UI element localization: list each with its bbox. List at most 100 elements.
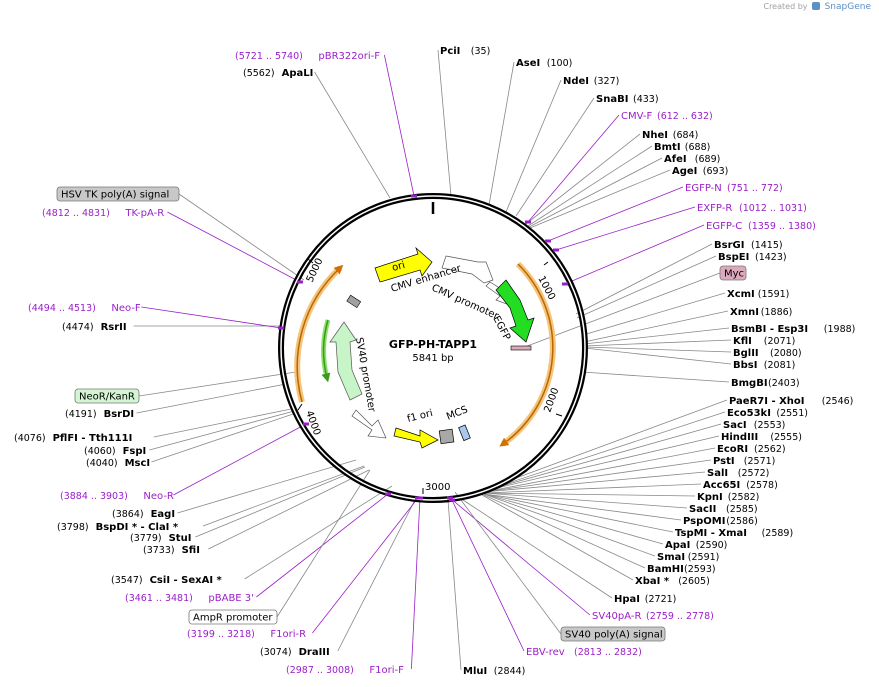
enzyme-leader <box>459 497 613 599</box>
enzyme-leader <box>153 407 297 438</box>
enzyme-leader <box>583 327 730 345</box>
feature-box-label: SV40 poly(A) signal <box>565 630 663 641</box>
enzyme-name: BmtI <box>654 142 681 153</box>
enzyme-name: MscI <box>125 458 151 469</box>
enzyme-site-left: (3733)SfiI <box>143 545 200 556</box>
primer-position: (1012 .. 1031) <box>739 203 807 214</box>
enzyme-leader <box>483 459 712 493</box>
orf-arc-left <box>296 264 344 403</box>
enzyme-position: (2593) <box>684 564 716 575</box>
primer-position: (5721 .. 5740) <box>235 51 303 62</box>
enzyme-name: ApaI <box>665 540 690 551</box>
enzyme-position: (3074) <box>260 647 292 658</box>
enzyme-leader <box>488 61 515 206</box>
enzyme-site-right: ApaI (2590) <box>665 540 727 551</box>
primer-marker <box>417 496 423 500</box>
enzyme-leader <box>337 497 417 652</box>
enzyme-name: SacII <box>689 504 716 515</box>
primer-name: TK-pA-R <box>124 208 164 219</box>
enzyme-position: (1423) <box>755 252 787 263</box>
snapgene-logo-icon <box>812 2 821 10</box>
primer-site: (4812 .. 4831) TK-pA-R <box>42 208 303 284</box>
primer-site: (2987 .. 3008)F1ori-F <box>286 496 423 676</box>
enzyme-site-right: AseI(100) <box>516 58 572 69</box>
primer-name: EXFP-R <box>697 203 732 214</box>
enzyme-name: AfeI <box>664 154 687 165</box>
enzyme-site-right: BmgBI(2403) <box>731 378 800 389</box>
enzyme-site-left: (3074)DraIII <box>260 647 330 658</box>
enzyme-site-right: SnaBI(433) <box>596 94 659 105</box>
enzyme-name: KpnI <box>697 492 723 503</box>
enzyme-name: BspDI * - ClaI * <box>96 522 179 533</box>
enzyme-name: BbsI <box>733 360 757 371</box>
enzyme-name: PspOMI <box>683 516 725 527</box>
primer-site: CMV-F(612 .. 632) <box>525 111 713 224</box>
enzyme-leader <box>576 255 717 319</box>
enzyme-position: (4076) <box>14 433 46 444</box>
enzyme-site-right: BbsI (2081) <box>733 360 795 371</box>
tick-mark-4000 <box>297 403 303 411</box>
enzyme-position: (2562) <box>754 444 786 455</box>
enzyme-name: AgeI <box>672 166 697 177</box>
enzyme-site-right: BsrGI(1415) <box>714 240 783 251</box>
enzyme-name: PciI <box>440 46 460 57</box>
enzyme-position: (2590) <box>696 540 728 551</box>
primer-marker <box>449 498 455 502</box>
enzyme-position: (2582) <box>728 492 760 503</box>
enzyme-position: (2081) <box>764 360 796 371</box>
primer-leader <box>312 497 419 634</box>
enzyme-name: BglII <box>733 348 759 359</box>
enzyme-leader <box>447 499 462 671</box>
primer-leader <box>173 423 307 496</box>
enzyme-leader <box>195 466 366 538</box>
enzyme-name: XbaI * <box>635 576 670 587</box>
enzyme-position: (2551) <box>776 408 808 419</box>
enzyme-leader <box>314 71 391 199</box>
enzyme-position: (2403) <box>768 378 800 389</box>
snapgene-credit: Created by SnapGene <box>763 2 871 12</box>
enzyme-site-right: XcmI(1591) <box>727 289 789 300</box>
enzyme-position: (2555) <box>770 432 802 443</box>
enzyme-name: KflI <box>733 336 752 347</box>
enzyme-name: BspEI <box>718 252 749 263</box>
primer-leader <box>527 114 620 223</box>
enzyme-position: (688) <box>685 142 711 153</box>
enzyme-leader <box>583 339 732 347</box>
enzyme-name: Acc65I <box>703 480 740 491</box>
feature-box-bg <box>719 265 747 281</box>
enzyme-name: BsrGI <box>714 240 744 251</box>
feature-egfp <box>495 279 535 343</box>
enzyme-position: (2578) <box>746 480 778 491</box>
primer-position: (4812 .. 4831) <box>42 208 110 219</box>
primer-site: EGFP-N(751 .. 772) <box>545 183 783 243</box>
feature-box: HSV TK poly(A) signal <box>56 186 180 202</box>
primer-name: pBABE 3' <box>208 593 254 604</box>
enzyme-name: PstI <box>713 456 735 467</box>
enzyme-name: FspI <box>123 446 147 457</box>
enzyme-position: (1988) <box>824 324 856 335</box>
plasmid-length: 5841 bp <box>412 353 453 364</box>
enzyme-site-right: AfeI(689) <box>664 154 720 165</box>
feature-box-label: AmpR promoter <box>193 613 273 624</box>
feature-grey-block <box>438 428 455 445</box>
enzyme-position: (2605) <box>678 576 710 587</box>
enzyme-name: SnaBI <box>596 94 628 105</box>
enzyme-name: ApaLI <box>282 68 314 79</box>
enzyme-leader <box>483 493 664 545</box>
enzyme-site-left: (4040)MscI <box>86 458 150 469</box>
feature-white-arrow <box>351 409 387 439</box>
enzyme-name: BsrDI <box>104 409 135 420</box>
enzyme-site-right: BsmBI - Esp3I(1988) <box>731 324 855 335</box>
enzyme-site-right: PciI (35) <box>440 46 490 57</box>
enzyme-position: (35) <box>471 46 491 57</box>
enzyme-site-left: (4060)FspI <box>84 446 146 457</box>
enzyme-site-right: HindIII(2555) <box>721 432 802 443</box>
primer-marker <box>303 422 309 426</box>
enzyme-site-right: Eco53kI(2551) <box>727 408 808 419</box>
enzyme-position: (2572) <box>738 468 770 479</box>
primer-position: (2759 .. 2778) <box>646 611 714 622</box>
enzyme-leader <box>483 492 688 509</box>
feature-myc-tag <box>510 345 532 351</box>
enzyme-position: (2571) <box>744 456 776 467</box>
